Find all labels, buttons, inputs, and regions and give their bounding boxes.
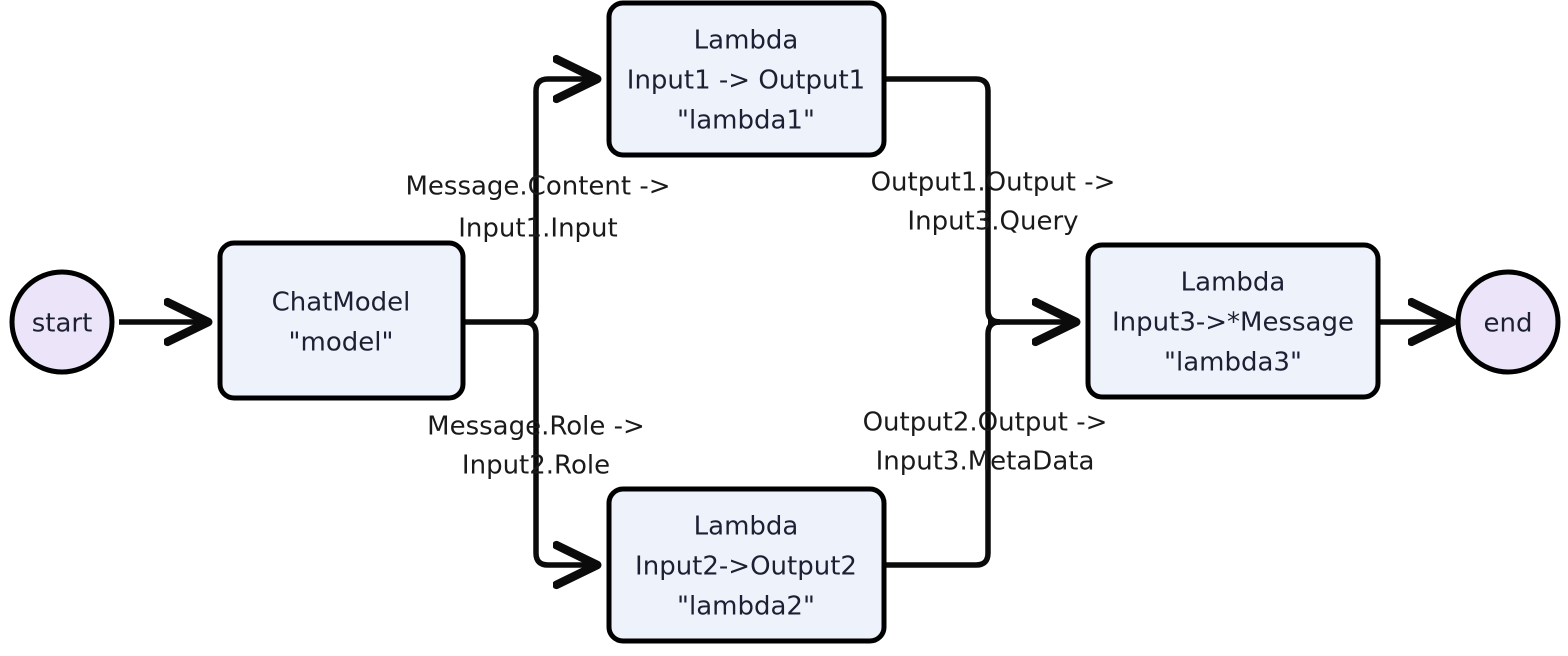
lambda1-line1: Lambda xyxy=(694,26,799,56)
end-label: end xyxy=(1484,309,1533,339)
node-lambda1[interactable]: Lambda Input1 -> Output1 "lambda1" xyxy=(606,0,887,158)
start-circle[interactable] xyxy=(9,269,115,375)
node-chatmodel[interactable]: ChatModel "model" xyxy=(217,240,466,401)
chatmodel-line1: ChatModel xyxy=(272,288,411,318)
edge-label-line1: Message.Content -> xyxy=(405,172,670,202)
lambda2-line2: Input2->Output2 xyxy=(635,552,857,582)
edge-label-line2: Input2.Role xyxy=(462,451,610,481)
chatmodel-line2: "model" xyxy=(289,328,394,358)
node-end[interactable]: end xyxy=(1455,269,1561,375)
edge-label-line2: Input1.Input xyxy=(458,214,617,244)
lambda3-line1: Lambda xyxy=(1181,268,1286,298)
edge-label-line1: Output2.Output -> xyxy=(863,408,1108,438)
lambda2-line1: Lambda xyxy=(694,512,799,542)
edge-label-line1: Output1.Output -> xyxy=(871,168,1116,198)
lambda1-box[interactable] xyxy=(606,0,887,158)
edge-lambda1-to-lambda3: Output1.Output -> Input3.Query xyxy=(871,76,1116,325)
edge-label-line1: Message.Role -> xyxy=(427,412,645,442)
edge-label-line2: Input3.Query xyxy=(907,207,1078,237)
lambda3-line2: Input3->*Message xyxy=(1112,308,1354,338)
lambda2-box[interactable] xyxy=(606,486,887,644)
node-lambda3[interactable]: Lambda Input3->*Message "lambda3" xyxy=(1085,242,1381,400)
lambda2-line3: "lambda2" xyxy=(677,592,815,622)
edge-line xyxy=(884,76,1001,325)
edge-lambda2-to-lambda3: Output2.Output -> Input3.MetaData xyxy=(863,319,1108,568)
node-start[interactable]: start xyxy=(9,269,115,375)
lambda3-box[interactable] xyxy=(1085,242,1381,400)
end-circle[interactable] xyxy=(1455,269,1561,375)
edge-model-to-lambda2: Message.Role -> Input2.Role xyxy=(427,319,645,565)
lambda1-line3: "lambda1" xyxy=(677,106,815,136)
node-lambda2[interactable]: Lambda Input2->Output2 "lambda2" xyxy=(606,486,887,644)
edge-label-line2: Input3.MetaData xyxy=(876,447,1095,477)
edge-line xyxy=(523,319,595,565)
edge-line xyxy=(884,319,1001,568)
lambda1-line2: Input1 -> Output1 xyxy=(627,66,865,96)
lambda3-line3: "lambda3" xyxy=(1164,348,1302,378)
start-label: start xyxy=(32,309,93,339)
chatmodel-box[interactable] xyxy=(217,240,466,401)
